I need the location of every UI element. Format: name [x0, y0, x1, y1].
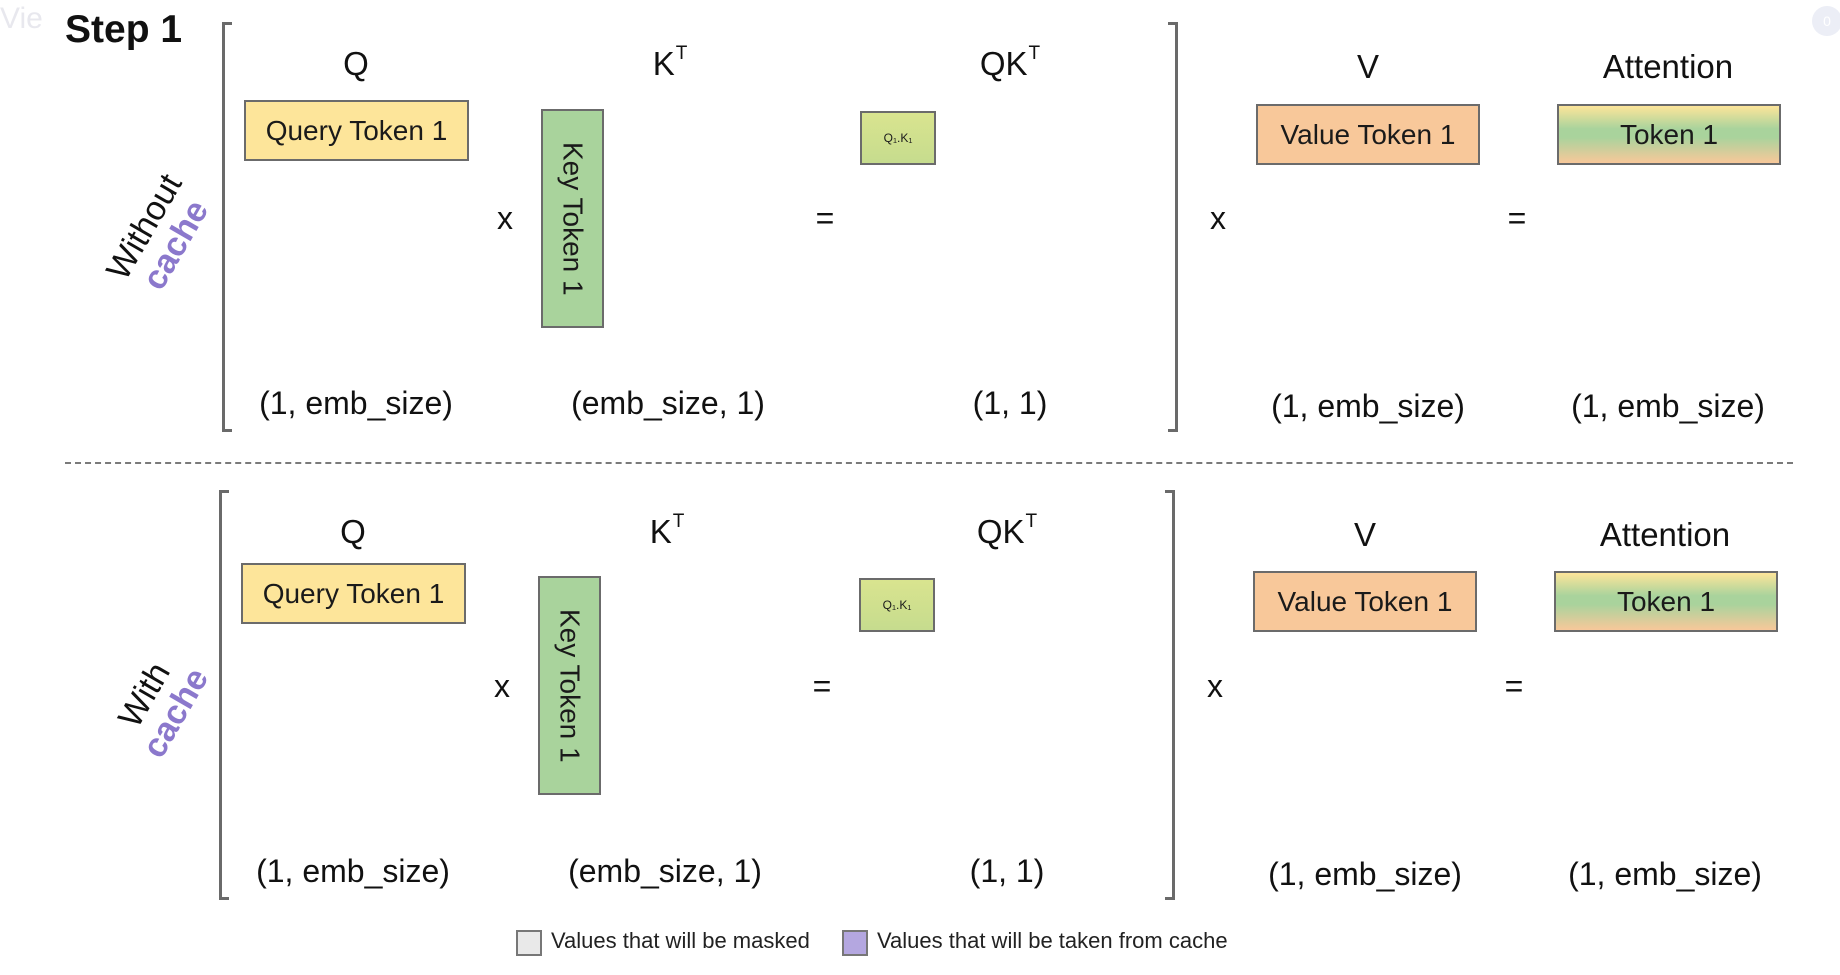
k-header-sup: T — [675, 43, 688, 64]
qk-header: QKT — [897, 511, 1117, 551]
badge-icon: 0 — [1812, 6, 1840, 36]
k-header-text: K — [649, 513, 672, 550]
key-token-box: Key Token 1 — [541, 109, 604, 328]
equals-sign: = — [1507, 200, 1527, 236]
qk-dimension: (1, 1) — [972, 385, 1048, 421]
qk-header: QKT — [900, 43, 1120, 83]
multiply-sign: x — [497, 200, 513, 236]
q-header: Q — [343, 45, 369, 82]
qk-header-text: QK — [979, 45, 1028, 82]
attention-token-box: Token 1 — [1557, 104, 1781, 165]
masked-swatch — [516, 930, 542, 956]
k-header-text: K — [652, 45, 675, 82]
legend-masked: Values that will be masked — [551, 928, 810, 953]
qk-dimension: (1, 1) — [969, 853, 1045, 889]
cache-swatch — [842, 930, 868, 956]
v-header: V — [1353, 516, 1376, 553]
panel-without-cache: Without cache Q KT QKT V Attention Query… — [0, 0, 1840, 460]
right-bracket — [1165, 490, 1175, 900]
k-header: KT — [557, 511, 777, 551]
attention-token-box: Token 1 — [1554, 571, 1778, 632]
equals-sign: = — [812, 668, 832, 704]
qk-header-sup: T — [1028, 43, 1041, 64]
equals-sign: = — [1504, 668, 1524, 704]
attention-header: Attention — [1599, 516, 1731, 553]
k-dimension: (emb_size, 1) — [571, 385, 765, 421]
q-header: Q — [340, 513, 366, 550]
multiply-sign: x — [494, 668, 510, 704]
step-title: Step 1 — [65, 8, 183, 51]
key-token-box: Key Token 1 — [538, 576, 601, 795]
query-token-box: Query Token 1 — [241, 563, 466, 624]
legend-cached: Values that will be taken from cache — [877, 928, 1228, 953]
section-divider — [65, 462, 1793, 464]
qk-header-text: QK — [976, 513, 1025, 550]
v-dimension: (1, emb_size) — [1268, 856, 1462, 892]
qk-product-box: Q₁.K₁ — [859, 578, 935, 632]
panel-label: With cache — [79, 599, 241, 808]
badge-label: 0 — [1823, 13, 1831, 29]
q-dimension: (1, emb_size) — [256, 853, 450, 889]
v-header: V — [1356, 48, 1379, 85]
qk-product-box: Q₁.K₁ — [860, 111, 936, 165]
attention-header: Attention — [1602, 48, 1734, 85]
attention-dimension: (1, emb_size) — [1568, 856, 1762, 892]
multiply-sign: x — [1210, 200, 1226, 236]
attention-dimension: (1, emb_size) — [1571, 388, 1765, 424]
k-header: KT — [560, 43, 780, 83]
qk-header-sup: T — [1025, 511, 1038, 532]
value-token-box: Value Token 1 — [1256, 104, 1480, 165]
panel-label: Without cache — [79, 131, 241, 340]
right-bracket — [1168, 22, 1178, 432]
watermark-text: Vie — [0, 2, 43, 35]
q-dimension: (1, emb_size) — [259, 385, 453, 421]
equals-sign: = — [815, 200, 835, 236]
left-bracket — [222, 22, 232, 432]
left-bracket — [219, 490, 229, 900]
panel-with-cache: With cache Q KT QKT V Attention Query To… — [0, 468, 1840, 928]
query-token-box: Query Token 1 — [244, 100, 469, 161]
v-dimension: (1, emb_size) — [1271, 388, 1465, 424]
k-dimension: (emb_size, 1) — [568, 853, 762, 889]
multiply-sign: x — [1207, 668, 1223, 704]
value-token-box: Value Token 1 — [1253, 571, 1477, 632]
k-header-sup: T — [672, 511, 685, 532]
